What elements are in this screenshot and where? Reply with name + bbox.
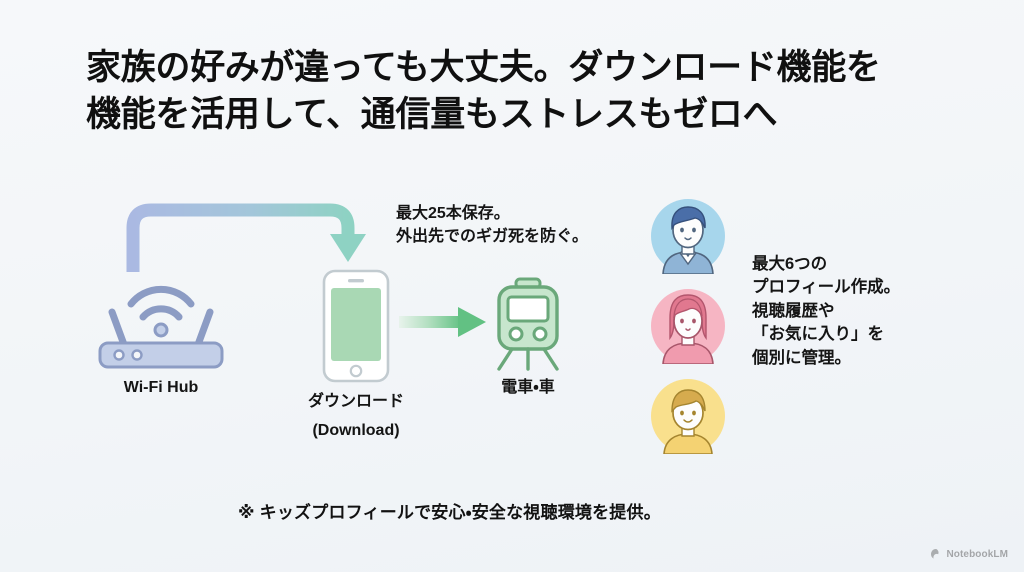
notebooklm-logo-icon [931, 549, 939, 559]
mother-avatar [651, 289, 725, 364]
flow-node-download-label-en: (Download) [312, 421, 400, 439]
annotation-profile-line-1: 最大6つの [752, 255, 828, 273]
page-title: 家族の好みが違っても大丈夫。ダウンロード機能を 機能を活用して、通信量もストレス… [86, 44, 966, 139]
flow-node-wifi-hub-label: Wi-Fi Hub [123, 379, 199, 396]
notebooklm-watermark-label: NotebookLM [946, 548, 1008, 560]
annotation-profile-line-4: 「お気に入り」を [752, 325, 884, 344]
flow-node-download: ダウンロード (Download) [268, 268, 444, 442]
annotation-save-line-2: 外出先でのギガ死を防ぐ。 [396, 227, 589, 245]
annotation-save-line-1: 最大25本保存。 [396, 205, 510, 222]
flow-node-train: 電車・車 [455, 276, 601, 399]
notebooklm-watermark: NotebookLM [930, 548, 1008, 560]
annotation-profile-line-2: プロフィール作成。 [752, 278, 901, 297]
curved-arrow [126, 203, 366, 272]
annotation-profiles: 最大6つの プロフィール作成。 視聴履歴や 「お気に入り」を 個別に管理。 [752, 253, 900, 370]
annotation-profile-line-5: 個別に管理。 [752, 348, 851, 367]
father-avatar [651, 199, 725, 274]
smartphone-icon [322, 269, 390, 383]
annotation-save-capacity: 最大25本保存。 外出先でのギガ死を防ぐ。 [396, 203, 588, 248]
child-avatar [651, 379, 725, 454]
footnote-kids-profile: ※ キッズプロフィールで安心・安全な視聴環境を提供。 [238, 503, 661, 522]
annotation-profile-line-3: 視聴履歴や [752, 301, 835, 320]
flow-node-train-label: 電車・車 [501, 379, 555, 396]
flow-node-wifi-hub: Wi-Fi Hub [66, 272, 256, 399]
wifi-router-icon [98, 285, 224, 369]
title-line-1: 家族の好みが違っても大丈夫。ダウンロード機能を [86, 48, 881, 87]
title-line-2: 機能を活用して、通信量もストレスもゼロへ [86, 95, 778, 135]
flow-node-download-label-ja: ダウンロード [307, 393, 404, 410]
train-icon [497, 277, 559, 371]
